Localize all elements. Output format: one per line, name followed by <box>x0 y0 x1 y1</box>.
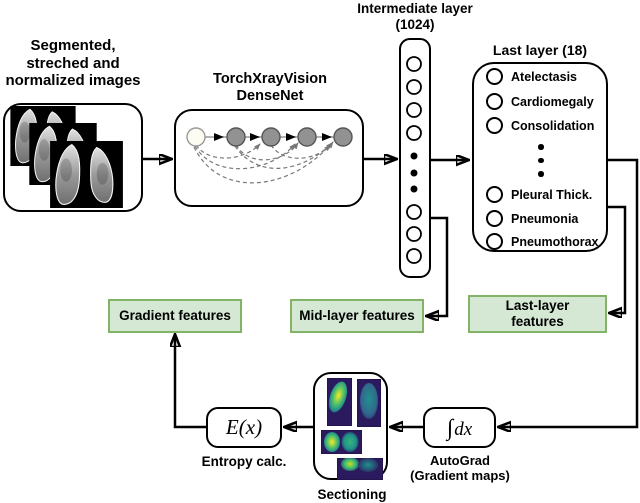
mid-layer-features-label: Mid-layer features <box>299 307 415 323</box>
autograd-box: ∫dx <box>423 407 496 448</box>
last-layer-title: Last layer (18) <box>492 42 588 58</box>
arrow-intermediate-to-midlayer-features <box>427 216 449 316</box>
mid-layer-features-box: Mid-layer features <box>290 299 424 333</box>
autograd-label-line2: (Gradient maps) <box>410 468 510 484</box>
intermediate-title-line1: Intermediate layer <box>357 1 473 16</box>
output-node-circle <box>486 233 503 250</box>
last-layer-item: Cardiomegaly <box>486 93 594 110</box>
input-label-line1: Segmented, <box>30 37 116 54</box>
output-node-circle <box>486 117 503 134</box>
densenet-node <box>261 127 281 147</box>
last-layer-features-line1: Last-layer <box>505 297 570 313</box>
input-images-box <box>3 103 143 212</box>
input-label-line3: normalized images <box>5 72 141 90</box>
entropy-box: E(x) <box>206 407 282 448</box>
densenet-title-line2: DenseNet <box>236 88 304 105</box>
gradient-heatmap-1 <box>327 378 352 426</box>
autograd-formula: ∫dx <box>447 415 472 441</box>
arrow-entropy-to-gradient-features <box>175 335 206 429</box>
last-layer-item: Pneumothorax <box>486 233 599 250</box>
intermediate-layer-box <box>399 38 431 278</box>
integral-symbol: ∫ <box>446 414 454 440</box>
entropy-formula: E(x) <box>225 415 263 439</box>
last-layer-item-label: Consolidation <box>511 118 595 133</box>
gradient-heatmap-4 <box>337 458 383 480</box>
sectioning-label: Sectioning <box>317 487 387 502</box>
intermediate-layer-title: Intermediate layer (1024) <box>340 1 490 33</box>
output-node-circle <box>486 186 503 203</box>
last-layer-item-label: Atelectasis <box>511 69 578 84</box>
last-layer-features-box: Last-layer features <box>468 295 607 333</box>
output-node-circle <box>486 210 503 227</box>
last-layer-features-line2: features <box>511 314 564 329</box>
output-node-circle <box>486 93 503 110</box>
last-layer-item-label: Pleural Thick. <box>511 187 593 202</box>
intermediate-title-line2: (1024) <box>395 16 435 32</box>
gradient-heatmap-2 <box>357 379 381 427</box>
densenet-input-node <box>186 127 206 147</box>
gradient-features-box: Gradient features <box>108 299 242 333</box>
densenet-chain-arrow-2 <box>250 133 260 141</box>
lung-xray-image-3 <box>50 141 123 208</box>
densenet-node <box>297 127 317 147</box>
differential-symbol: dx <box>454 418 473 440</box>
intermediate-layer-nodes <box>406 56 422 264</box>
output-node-circle <box>486 68 503 85</box>
last-layer-box: Atelectasis Cardiomegaly Consolidation P… <box>472 62 608 252</box>
densenet-chain-arrow-1 <box>214 133 224 141</box>
densenet-chain-arrow-3 <box>286 133 296 141</box>
densenet-graph <box>186 127 353 184</box>
densenet-node <box>226 127 246 147</box>
densenet-box <box>174 109 364 207</box>
last-layer-item: Pleural Thick. <box>486 186 592 203</box>
densenet-chain-arrow-4 <box>322 133 332 141</box>
autograd-label-line1: AutoGrad <box>430 453 490 468</box>
densenet-title-line1: TorchXrayVision <box>213 71 327 87</box>
last-layer-item: Atelectasis <box>486 68 577 85</box>
last-layer-item: Pneumonia <box>486 210 578 227</box>
arrow-lastlayer-to-autograd <box>499 158 639 427</box>
last-layer-item-label: Pneumothorax <box>511 234 599 249</box>
gradient-features-label: Gradient features <box>119 307 231 323</box>
last-layer-item-label: Pneumonia <box>511 211 579 226</box>
last-layer-item-label: Cardiomegaly <box>511 94 594 109</box>
last-layer-features-label: Last-layer features <box>506 298 570 330</box>
arrow-lastlayer-to-lastlayer-features <box>608 205 627 313</box>
vertical-ellipsis-icon <box>538 144 544 177</box>
input-images-label: Segmented, streched and normalized image… <box>0 37 146 90</box>
autograd-label: AutoGrad (Gradient maps) <box>395 453 525 484</box>
densenet-node <box>333 127 353 147</box>
gradient-heatmap-3 <box>321 430 362 454</box>
input-label-line2: streched and <box>26 54 120 72</box>
densenet-title: TorchXrayVision DenseNet <box>195 71 345 105</box>
last-layer-item: Consolidation <box>486 117 594 134</box>
entropy-label: Entropy calc. <box>201 454 287 469</box>
